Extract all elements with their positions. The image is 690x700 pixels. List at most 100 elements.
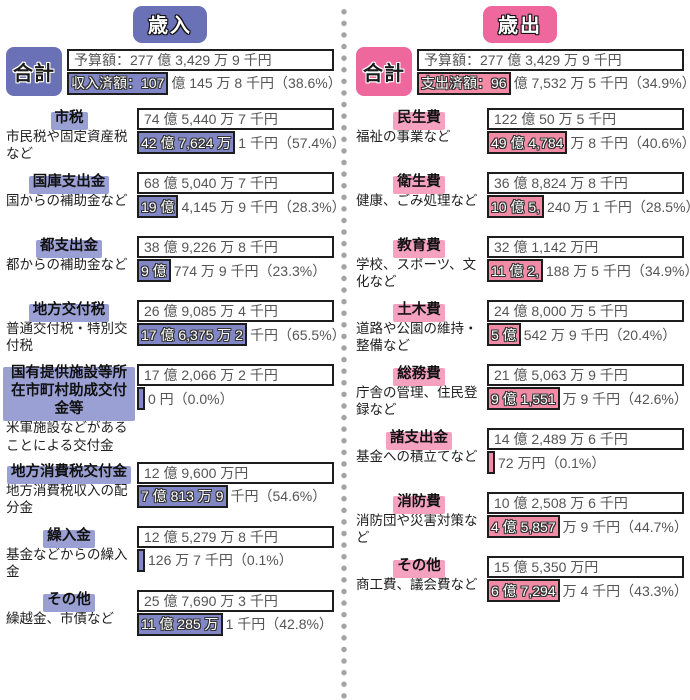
bar-fill — [487, 451, 495, 474]
category-desc: 都からの補助金など — [6, 257, 128, 273]
expense-total-budget-box: 予算額：277 億 3,429 万 9 千円 — [417, 48, 684, 71]
expense-item: 教育費 学校、スポーツ、文化など 32 億 1,142 万円 11 億 2,18… — [356, 236, 690, 292]
bar-rest-text: 万 9 千円（44.7%） — [562, 518, 688, 535]
collected-bar: 126 万 7 千円（0.1%） — [137, 548, 334, 572]
category-label: 土木費 — [393, 301, 445, 323]
category-desc: 道路や公園の維持・整備など — [356, 321, 478, 354]
category-desc: 基金などからの繰入金 — [6, 547, 128, 580]
category-desc: 米軍施設などがあることによる交付金 — [6, 420, 128, 453]
bar-rest-text: 千円（54.6%） — [230, 488, 327, 505]
budget-amount-box: 21 億 5,063 万 9 千円 — [487, 364, 684, 386]
bar-fill: 42 億 7,624 万 — [137, 131, 236, 154]
bar-fill: 10 億 5, — [487, 195, 545, 218]
bar-fill — [137, 548, 145, 572]
category-label: 繰入金 — [43, 526, 95, 549]
category-label: 教育費 — [393, 237, 445, 259]
category-label: 消防費 — [393, 493, 445, 515]
expense-title-badge: 歳出 — [483, 6, 557, 43]
bar-fill: 19 億 — [137, 195, 179, 218]
revenue-total-budget-box: 予算額：277 億 3,429 万 9 千円 — [67, 48, 334, 71]
budget-amount-box: 10 億 2,508 万 6 千円 — [487, 492, 684, 514]
spent-bar: 10 億 5,240 万 1 千円（28.5%） — [487, 195, 690, 218]
category-label: 民生費 — [393, 109, 445, 131]
category-label: 総務費 — [393, 365, 445, 387]
expense-item: 消防費 消防団や災害対策など 10 億 2,508 万 6 千円 4 億 5,8… — [356, 492, 688, 548]
bar-fill: 11 億 285 万 — [137, 612, 223, 636]
revenue-total-badge: 合計 — [6, 47, 62, 96]
category-desc: 基金への積立てなど — [356, 449, 478, 465]
category-desc: 国からの補助金など — [6, 193, 128, 209]
revenue-item: 地方交付税 普通交付税・特別交付税 26 億 9,085 万 4 千円 17 億… — [6, 300, 346, 356]
bar-fill: 9 億 — [137, 259, 171, 282]
category-desc: 普通交付税・特別交付税 — [6, 321, 128, 354]
bar-rest-text: 126 万 7 千円（0.1%） — [148, 552, 293, 569]
budget-amount-box: 122 億 50 万 5 千円 — [487, 108, 684, 130]
category-desc: 福祉の事業など — [356, 129, 451, 145]
bar-fill: 49 億 4,784 — [487, 131, 568, 154]
bar-fill: 支出済額：96 — [417, 71, 511, 95]
bar-rest-text: 774 万 9 千円（23.3%） — [173, 262, 327, 279]
bar-rest-text: 万 8 千円（40.6%） — [570, 134, 690, 151]
budget-amount-box: 24 億 8,000 万 5 千円 — [487, 300, 684, 322]
expense-item: 総務費 庁舎の管理、住民登録など 21 億 5,063 万 9 千円 9 億 1… — [356, 364, 688, 420]
category-label: 地方消費税交付金 — [7, 462, 131, 485]
budget-amount-box: 12 億 5,279 万 8 千円 — [137, 525, 334, 548]
bar-rest-text: 188 万 5 千円（34.9%） — [546, 262, 690, 279]
expense-header: 歳出 — [356, 6, 684, 43]
bar-rest-text: 0 円（0.0%） — [148, 390, 234, 407]
revenue-item: その他 繰越金、市債など 25 億 7,690 万 3 千円 11 億 285 … — [6, 589, 334, 646]
bar-rest-text: 千円（65.5%） — [249, 326, 346, 343]
category-label: 都支出金 — [36, 237, 102, 259]
spent-bar: 72 万円（0.1%） — [487, 451, 684, 474]
category-desc: 商工費、議会費など — [356, 577, 478, 593]
bar-rest-text: 万 9 千円（42.6%） — [562, 390, 688, 407]
category-label: 国庫支出金 — [28, 173, 109, 195]
bar-fill: 収入済額：107 — [67, 71, 169, 95]
bar-rest-text: 4,145 万 9 千円（28.3%） — [181, 198, 346, 215]
category-label: 地方交付税 — [28, 301, 109, 323]
bar-rest-text: 万 4 千円（43.3%） — [562, 582, 688, 599]
bar-rest-text: 1 千円（42.8%） — [225, 616, 333, 633]
budget-amount-box: 15 億 5,350 万円 — [487, 556, 684, 578]
bar-fill: 6 億 7,294 — [487, 579, 560, 602]
category-desc: 学校、スポーツ、文化など — [356, 257, 477, 290]
dotted-divider — [337, 4, 351, 700]
category-desc: 市民税や固定資産税など — [6, 129, 128, 162]
expense-item: 諸支出金 基金への積立てなど 14 億 2,489 万 6 千円 72 万円（0… — [356, 428, 684, 484]
revenue-header: 歳入 — [6, 6, 334, 43]
budget-amount-box: 74 億 5,440 万 7 千円 — [137, 108, 334, 130]
bar-rest-text: 1 千円（57.4%） — [238, 134, 346, 151]
bar-fill: 5 億 — [487, 323, 521, 346]
category-desc: 地方消費税収入の配分金 — [6, 483, 128, 516]
bar-rest-text: 240 万 1 千円（28.5%） — [547, 198, 690, 215]
category-label: その他 — [393, 557, 445, 579]
budget-amount-box: 26 億 9,085 万 4 千円 — [137, 300, 334, 322]
budget-amount-box: 38 億 9,226 万 8 千円 — [137, 236, 334, 258]
budget-amount-box: 25 億 7,690 万 3 千円 — [137, 589, 334, 612]
category-label: 市税 — [50, 109, 88, 131]
bar-rest-text: 72 万円（0.1%） — [498, 454, 606, 471]
spent-bar: 11 億 2,188 万 5 千円（34.9%） — [487, 259, 690, 282]
bar-fill: 7 億 813 万 9 — [137, 484, 228, 508]
budget-amount-box: 32 億 1,142 万円 — [487, 236, 684, 258]
bar-rest-text: 億 145 万 8 千円（38.6%） — [171, 75, 342, 91]
category-label: 衛生費 — [393, 173, 445, 195]
